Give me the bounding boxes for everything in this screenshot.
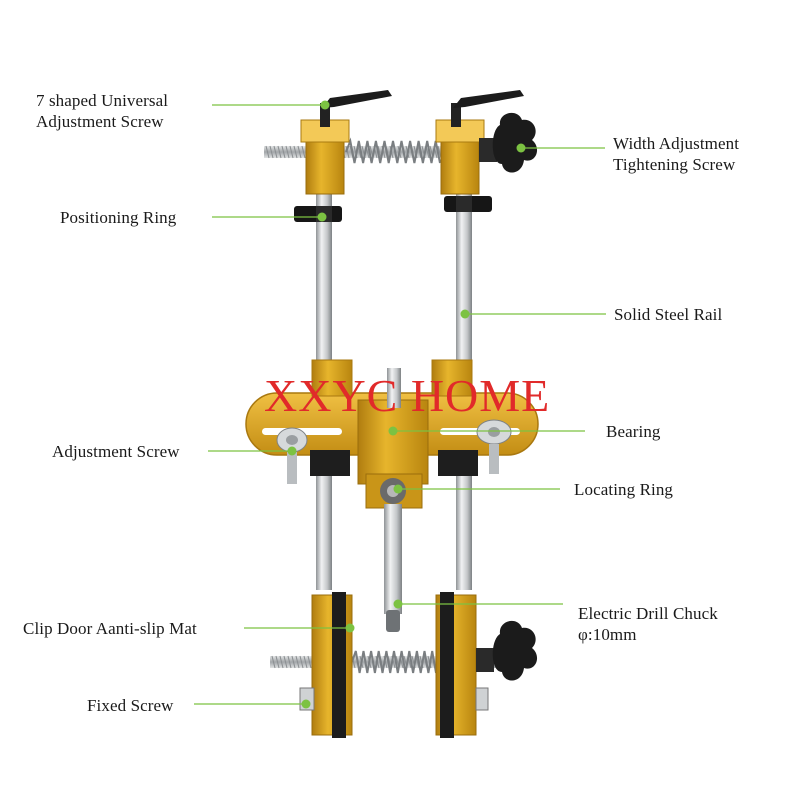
top-left-clamp-block <box>300 119 350 195</box>
label-clip-door-anti-slip-mat: Clip Door Aanti-slip Mat <box>23 619 197 638</box>
callout-universal-screw <box>212 100 330 110</box>
label-positioning-ring: Positioning Ring <box>60 208 177 227</box>
callouts <box>194 100 606 709</box>
callout-dot <box>393 484 403 494</box>
right-positioning-ring <box>444 196 492 212</box>
left-7-shaped-handle <box>320 90 392 127</box>
callout-dot <box>320 100 330 110</box>
callout-anti-slip-mat <box>244 623 355 633</box>
callout-fixed-screw <box>194 699 311 709</box>
label-electric-drill-chuck-line2: φ:10mm <box>578 625 637 644</box>
callout-locating-ring <box>393 484 560 494</box>
callout-dot <box>287 446 297 456</box>
label-universal-adjustment-screw-line1: 7 shaped Universal <box>36 91 169 110</box>
label-solid-steel-rail: Solid Steel Rail <box>614 305 723 324</box>
label-electric-drill-chuck-line1: Electric Drill Chuck <box>578 604 718 623</box>
label-universal-adjustment-screw-line2: Adjustment Screw <box>36 112 164 131</box>
callout-dot <box>460 309 470 319</box>
drill-chuck-shaft <box>384 504 402 632</box>
top-right-clamp-block <box>435 119 485 195</box>
left-wing-screw <box>276 427 308 484</box>
callout-dot <box>345 623 355 633</box>
callout-dot <box>388 426 398 436</box>
width-tightening-knob-bottom <box>476 620 538 681</box>
callout-dot <box>393 599 403 609</box>
bottom-spring <box>351 650 437 674</box>
callout-dot <box>317 212 327 222</box>
label-fixed-screw: Fixed Screw <box>87 696 174 715</box>
watermark: XXYC HOME <box>264 370 551 421</box>
callout-dot <box>516 143 526 153</box>
callout-dot <box>301 699 311 709</box>
label-locating-ring: Locating Ring <box>574 480 674 499</box>
right-7-shaped-handle <box>451 90 524 127</box>
left-positioning-ring <box>294 206 342 222</box>
label-bearing: Bearing <box>606 422 661 441</box>
callout-width-screw <box>516 143 605 153</box>
callout-positioning-ring <box>212 212 327 222</box>
label-width-adjustment-line1: Width Adjustment <box>613 134 740 153</box>
callout-steel-rail <box>460 309 606 319</box>
label-adjustment-screw: Adjustment Screw <box>52 442 180 461</box>
bottom-right-clamp-jaw <box>435 592 489 738</box>
callout-drill-chuck <box>393 599 563 609</box>
width-tightening-knob-top <box>479 112 538 173</box>
label-width-adjustment-line2: Tightening Screw <box>613 155 736 174</box>
callout-bearing <box>388 426 585 436</box>
top-spring <box>345 137 441 164</box>
callout-adjustment-screw <box>208 446 297 456</box>
right-wing-screw <box>476 419 512 474</box>
